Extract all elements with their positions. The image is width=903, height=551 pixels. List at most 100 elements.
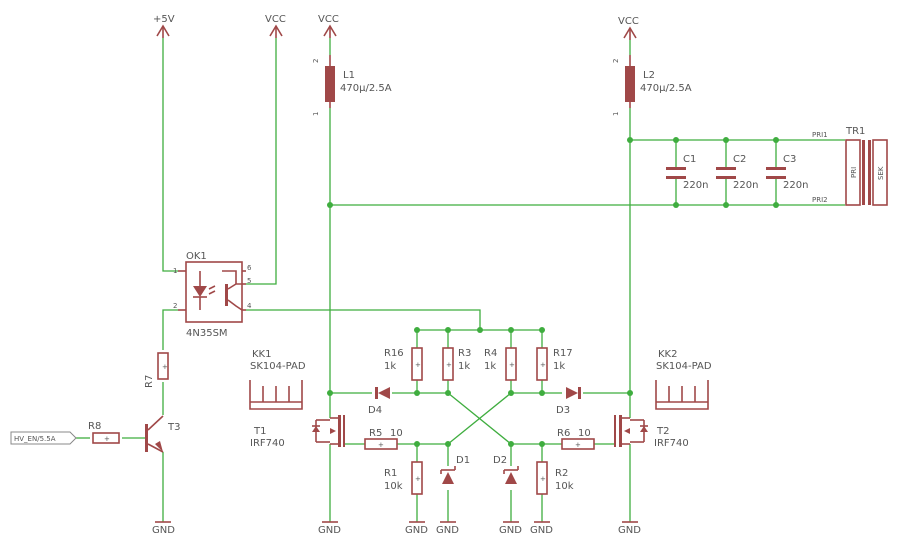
r7-name: R7: [144, 375, 155, 388]
inductor-l2: 2 1 L2 470µ/2.5A: [612, 55, 692, 116]
ok1-pin1: 1: [173, 267, 177, 275]
l2-value: 470µ/2.5A: [640, 83, 692, 94]
d1-name: D1: [456, 455, 470, 466]
ok1-pin4: 4: [247, 302, 252, 310]
supply-vcc-l1: VCC: [318, 14, 339, 38]
optocoupler-ok1: OK1 4N35SM 1 2 6 5 4: [173, 251, 252, 339]
svg-text:+: +: [540, 361, 546, 369]
t1-value: IRF740: [250, 438, 285, 449]
gnd-label-t1: GND: [318, 525, 341, 536]
r1-name: R1: [384, 468, 397, 479]
l2-pin2: 2: [612, 59, 620, 63]
supply-vcc-ok1: VCC: [265, 14, 286, 38]
vcc-label-ok1: VCC: [265, 14, 286, 25]
svg-text:+: +: [446, 361, 452, 369]
capacitor-c2: C2 220n: [716, 154, 758, 191]
l1-name: L1: [343, 70, 355, 81]
l1-pin1: 1: [312, 112, 320, 116]
l2-pin1: 1: [612, 112, 620, 116]
supply-plus5v: +5V: [153, 14, 175, 38]
diode-d1: D1: [440, 455, 470, 484]
r5-name: R5: [369, 428, 382, 439]
resistor-r7: + R7: [144, 352, 169, 388]
vcc-label-l2: VCC: [618, 16, 639, 27]
ok1-value: 4N35SM: [186, 328, 228, 339]
svg-text:+: +: [509, 361, 515, 369]
gnd-label-t2: GND: [618, 525, 641, 536]
t3-name: T3: [167, 422, 180, 433]
tr1-sek: SEK: [877, 166, 885, 180]
tr1-pri1: PRI1: [812, 131, 828, 139]
kk1-value: SK104-PAD: [250, 361, 306, 372]
supply-vcc-l2: VCC: [618, 16, 639, 40]
r1-value: 10k: [384, 481, 403, 492]
gnd-label-d1: GND: [436, 525, 459, 536]
input-net-text: HV_EN/5.5A: [14, 435, 56, 443]
r3-value: 1k: [458, 361, 470, 372]
r4-name: R4: [484, 348, 497, 359]
tr1-pri: PRI: [850, 167, 858, 178]
c2-value: 220n: [733, 180, 758, 191]
r16-value: 1k: [384, 361, 396, 372]
t2-value: IRF740: [654, 438, 689, 449]
ok1-name: OK1: [186, 251, 207, 262]
vcc-label-l1: VCC: [318, 14, 339, 25]
resistor-r1: + R1 10k: [384, 461, 423, 495]
resistor-r17: + R17 1k: [536, 347, 573, 381]
d4-name: D4: [368, 405, 382, 416]
c3-name: C3: [783, 154, 796, 165]
l2-name: L2: [643, 70, 655, 81]
resistor-r3: + R3 1k: [442, 347, 471, 381]
resistor-r8: + R8: [88, 421, 120, 444]
resistor-r16: + R16 1k: [384, 347, 423, 381]
t2-name: T2: [656, 426, 669, 437]
gnd-label-r1: GND: [405, 525, 428, 536]
resistor-r4: + R4 1k: [484, 347, 517, 381]
c1-value: 220n: [683, 180, 708, 191]
r2-name: R2: [555, 468, 568, 479]
r17-value: 1k: [553, 361, 565, 372]
heatsink-kk2: KK2 SK104-PAD: [655, 349, 712, 410]
plus5v-label: +5V: [153, 14, 175, 25]
svg-text:+: +: [540, 475, 546, 483]
r6-name: R6: [557, 428, 570, 439]
svg-text:+: +: [415, 475, 421, 483]
resistor-r5: + R5 10: [364, 428, 403, 450]
r16-name: R16: [384, 348, 404, 359]
svg-text:+: +: [162, 363, 168, 371]
tr1-name: TR1: [845, 126, 865, 137]
diode-d2: D2: [493, 455, 519, 484]
tr1-pri2: PRI2: [812, 196, 828, 204]
r4-value: 1k: [484, 361, 496, 372]
inductor-l1: 2 1 L1 470µ/2.5A: [312, 55, 392, 116]
resistor-r6: + R6 10: [557, 428, 595, 450]
svg-text:+: +: [575, 441, 581, 449]
svg-text:+: +: [378, 441, 384, 449]
transformer-tr1: TR1 PRI1 PRI2 PRI SEK: [812, 126, 888, 206]
r2-value: 10k: [555, 481, 574, 492]
l1-value: 470µ/2.5A: [340, 83, 392, 94]
gnd-label-d2: GND: [499, 525, 522, 536]
capacitor-c1: C1 220n: [666, 154, 708, 191]
c1-name: C1: [683, 154, 696, 165]
heatsink-kk1: KK1 SK104-PAD: [249, 349, 306, 410]
resistor-r2: + R2 10k: [536, 461, 574, 495]
l1-pin2: 2: [312, 59, 320, 63]
r8-name: R8: [88, 421, 101, 432]
kk2-value: SK104-PAD: [656, 361, 712, 372]
c3-value: 220n: [783, 180, 808, 191]
kk2-name: KK2: [658, 349, 677, 360]
d2-name: D2: [493, 455, 507, 466]
kk1-name: KK1: [252, 349, 271, 360]
gnd-label-t3: GND: [152, 525, 175, 536]
svg-text:+: +: [415, 361, 421, 369]
junctions: [327, 137, 779, 447]
ok1-pin2: 2: [173, 302, 177, 310]
r3-name: R3: [458, 348, 471, 359]
wires: [76, 38, 845, 522]
r6-value: 10: [578, 428, 591, 439]
t1-name: T1: [253, 426, 266, 437]
gnd-label-r2: GND: [530, 525, 553, 536]
gnd-symbols: GND GND GND GND GND GND GND: [152, 521, 641, 536]
